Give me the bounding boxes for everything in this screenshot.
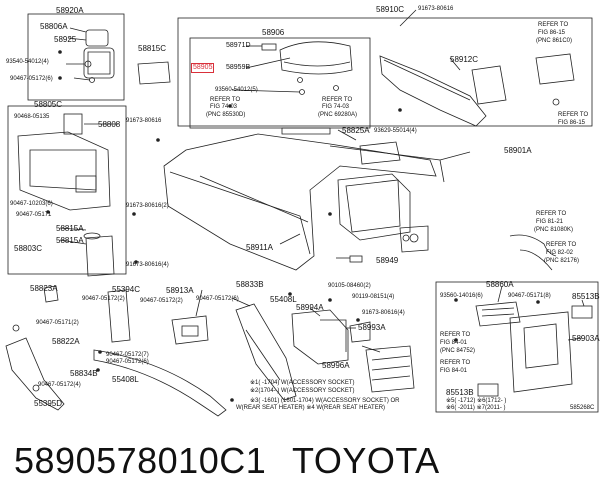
- label-refer-69280: REFER TO: [322, 97, 353, 103]
- label-55408L-2: 55408L: [270, 295, 297, 304]
- label-58912C: 58912C: [450, 55, 479, 64]
- parts-diagram: [5, 9, 599, 417]
- label-58833B: 58833B: [236, 280, 264, 289]
- label-58949: 58949: [376, 256, 399, 265]
- label-58911A: 58911A: [246, 243, 273, 252]
- label-refer-84-b: REFER TO: [440, 360, 471, 366]
- label-90467-05172-6-c: 90467-05172(6): [196, 296, 239, 302]
- label-58806A: 58806A: [40, 22, 68, 31]
- label-pnc-84752: (PNC 84752): [440, 348, 476, 354]
- label-90467-05172-7: 90467-05172(7): [106, 352, 149, 358]
- label-refer-861C0: REFER TO: [538, 22, 569, 28]
- parts-diagram-drawing: [5, 9, 599, 417]
- label-85513B-1: 85513B: [572, 292, 600, 301]
- label-58815C: 58815C: [138, 44, 167, 53]
- note-5: ※5( -1712) ※6(1712- ): [446, 398, 507, 404]
- label-58996A: 58996A: [322, 361, 350, 370]
- label-93560-54012: 93560-54012(5): [215, 87, 258, 93]
- label-fig-86-15-a: FIG 86-15: [538, 30, 566, 36]
- note-4: W(REAR SEAT HEATER) ※4 W(REAR SEAT HEATE…: [236, 405, 386, 411]
- label-58808: 58808: [98, 120, 121, 129]
- label-90467-05172-6-b: 90467-05172(6): [106, 359, 149, 365]
- label-91673-80616-c: 91673-80616(2): [126, 203, 169, 209]
- label-90468-05135: 90468-05135: [14, 114, 50, 120]
- label-58994A: 58994A: [296, 303, 324, 312]
- label-55395D: 55395D: [34, 399, 63, 408]
- label-85513B-2: 85513B: [446, 388, 474, 397]
- label-pnc-69280A: (PNC 69280A): [318, 112, 358, 118]
- label-58860A: 58860A: [486, 280, 514, 289]
- label-58910C: 58910C: [376, 5, 405, 14]
- label-refer-81080K: REFER TO: [536, 211, 567, 217]
- brand-name: TOYOTA: [292, 440, 440, 481]
- label-93540-54012: 93540-54012(4): [6, 59, 49, 65]
- note-3: ※3( -1601) (1601-1704) W(ACCESSORY SOCKE…: [250, 398, 400, 404]
- label-pnc-82176: (PNC 82176): [544, 258, 580, 264]
- label-pnc-85530D: (PNC 85530D): [206, 112, 246, 118]
- label-58803C: 58803C: [14, 244, 43, 253]
- label-fig-84-01-b: FIG 84-01: [440, 368, 468, 374]
- label-90467-05171-8: 90467-05171(8): [508, 293, 551, 299]
- label-58920A: 58920A: [56, 6, 84, 15]
- label-90467-05172-6: 90467-05172(6): [10, 76, 53, 82]
- label-fig-86-15-b: FIG 86-15: [558, 120, 586, 126]
- label-58901A: 58901A: [504, 146, 532, 155]
- label-93560-14016: 93560-14016(6): [440, 293, 483, 299]
- label-91673-80616-d: 91673-80616(4): [126, 262, 169, 268]
- label-90467-10203: 90467-10203(6): [10, 201, 53, 207]
- label-58905: 58905: [191, 63, 215, 73]
- label-93629-55014: 93629-55014(4): [374, 128, 417, 134]
- label-55408L-1: 55408L: [112, 375, 139, 384]
- note-6: ※6( -2011) ※7(2011- ): [446, 405, 506, 411]
- label-58815A-1: 58815A: [56, 224, 84, 233]
- label-58993A: 58993A: [358, 323, 386, 332]
- label-90105-08460: 90105-08460(2): [328, 283, 371, 289]
- label-58823A: 58823A: [30, 284, 58, 293]
- label-fig-82-02: FIG 82-02: [546, 250, 574, 256]
- label-90467-05172-4: 90467-05172(4): [38, 382, 81, 388]
- label-fig-74-03-a: FIG 74-03: [210, 104, 238, 110]
- label-90119-08151: 90119-08151(4): [352, 294, 395, 300]
- label-90467-05172-2-b: 90467-05172(2): [140, 298, 183, 304]
- note-2: ※2(1704- ) W(ACCESSORY SOCKET): [250, 388, 355, 394]
- label-58825A: 58825A: [342, 126, 370, 135]
- label-fig-74-03-b: FIG 74-03: [322, 104, 350, 110]
- label-refer-84-a: REFER TO: [440, 332, 471, 338]
- label-fig-84-01-a: FIG 84-01: [440, 340, 468, 346]
- label-refer-85530: REFER TO: [210, 97, 241, 103]
- diagram-id: 585268C: [570, 405, 595, 411]
- label-91673-80616-b: 91673-80616: [126, 118, 162, 124]
- label-58959B: 58959B: [226, 64, 251, 71]
- label-90467-05172-2-a: 90467-05172(2): [82, 296, 125, 302]
- label-58925: 58925: [54, 35, 77, 44]
- label-58822A: 58822A: [52, 337, 80, 346]
- label-91673-80616-a: 91673-80616: [418, 6, 454, 12]
- label-90467-05171-2: 90467-05171(2): [36, 320, 79, 326]
- note-1: ※1( -1704) W(ACCESSORY SOCKET): [250, 380, 355, 386]
- label-58906: 58906: [262, 28, 285, 37]
- label-refer-86-b: REFER TO: [558, 112, 589, 118]
- label-58913A: 58913A: [166, 286, 194, 295]
- label-pnc-861C0: (PNC 861C0): [536, 38, 573, 44]
- label-58903A: 58903A: [572, 334, 600, 343]
- part-number: 5890578010C1: [14, 440, 267, 481]
- label-fig-81-21: FIG 81-21: [536, 219, 564, 225]
- label-pnc-81080K: (PNC 81080K): [534, 227, 574, 233]
- label-58834B: 58834B: [70, 369, 98, 378]
- box-58920A: [27, 13, 125, 101]
- label-91673-80616-e: 91673-80616(4): [362, 310, 405, 316]
- label-90467-05171: 90467-05171: [16, 212, 52, 218]
- label-58971D: 58971D: [226, 42, 251, 49]
- label-58815A-2: 58815A: [56, 236, 84, 245]
- label-58805C: 58805C: [34, 100, 63, 109]
- label-refer-82176: REFER TO: [546, 242, 577, 248]
- label-55394C: 55394C: [112, 285, 141, 294]
